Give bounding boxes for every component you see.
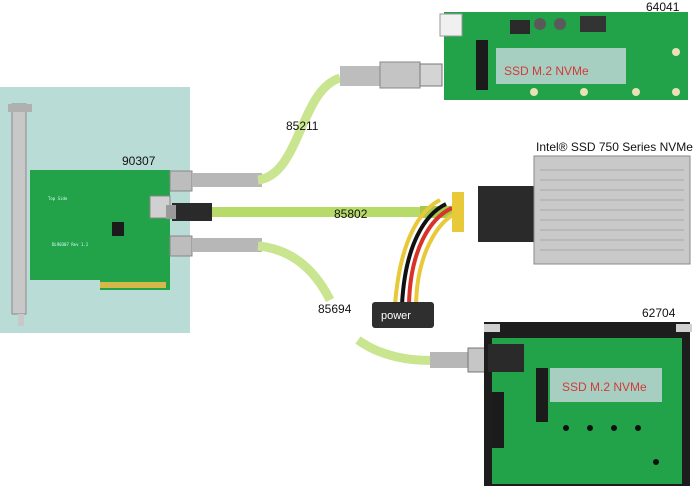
label-intel-ssd: Intel® SSD 750 Series NVMe: [536, 140, 693, 154]
svg-text:Top Side: Top Side: [48, 196, 68, 201]
label-64041: 64041: [646, 0, 680, 14]
pcie-card-pcb: Top Side DL90307 Rev 1.1: [30, 170, 171, 290]
svg-text:DL90307 Rev 1.1: DL90307 Rev 1.1: [52, 242, 89, 247]
board-62704: [484, 322, 692, 486]
label-power: power: [381, 310, 411, 322]
power-connector: [372, 302, 434, 328]
cable-85694: [169, 235, 491, 373]
pcie-bracket: [8, 103, 32, 326]
label-85211: 85211: [286, 119, 319, 133]
cable-85802: [166, 203, 456, 221]
cable-85211: [169, 61, 443, 192]
label-62704: 62704: [642, 306, 676, 320]
intel-ssd-750: [533, 155, 691, 265]
board-64041: [439, 12, 688, 100]
label-ssd-top: SSD M.2 NVMe: [504, 64, 589, 78]
label-90307: 90307: [122, 154, 156, 168]
label-ssd-bottom: SSD M.2 NVMe: [562, 380, 647, 394]
label-85802: 85802: [334, 207, 368, 221]
power-wires: [393, 186, 534, 306]
label-85694: 85694: [318, 302, 352, 316]
